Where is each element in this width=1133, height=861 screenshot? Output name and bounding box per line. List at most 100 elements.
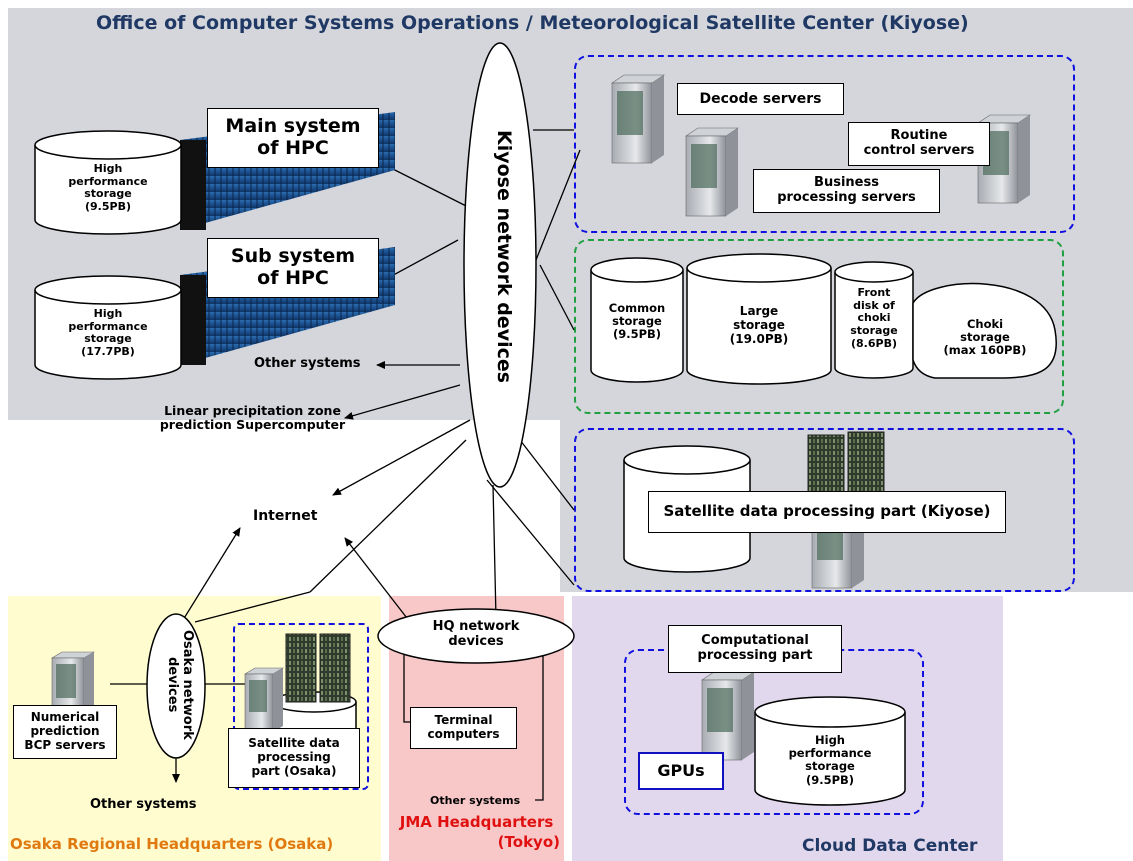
bcp-l3: BCP servers [24,737,106,752]
main-storage-label: High performance storage (9.5PB) [45,162,171,214]
business-l1: Business [814,175,879,191]
sub-hpc-line2: of HPC [257,267,329,289]
routine-servers-label: Routine control servers [848,122,990,166]
comp-l1: Computational [701,633,809,649]
linear-precip-l1: Linear precipitation zone [164,403,341,418]
gpus-label: GPUs [638,752,724,790]
common-storage-label: Common storage (9.5PB) [593,301,681,342]
link-terminal [403,640,410,723]
link-storage-group [539,264,575,331]
storage-group-box [574,239,1064,414]
page-title: Office of Computer Systems Operations / … [96,12,969,34]
osaka-network-l1: Osaka network [179,630,195,740]
cloud-storage-l4: (9.5PB) [805,772,855,787]
cloud-storage-cyl [754,712,906,806]
cloud-storage-l1: High [815,733,845,747]
routine-l2: control servers [863,143,975,158]
cloud-storage-label: High performance storage (9.5PB) [760,733,900,787]
large-storage-label: Large storage (19.0PB) [695,304,823,346]
common-storage-cyl [590,270,684,383]
large-storage-cyl [686,268,832,385]
linear-precip-label: Linear precipitation zone prediction Sup… [150,403,355,433]
front-l2: disk of [853,298,895,312]
choki-l1: Choki [966,317,1004,331]
cloud-region-title: Cloud Data Center [802,836,978,856]
main-storage-l3: storage [84,187,132,201]
front-disk-label: Front disk of choki storage (8.6PB) [836,286,912,350]
osaka-network-l2: devices [164,657,180,713]
main-hpc-line2: of HPC [257,137,329,159]
front-disk-cyl [834,272,914,379]
large-l2: storage [733,317,785,332]
cloud-storage-l3: storage [805,759,855,774]
bcp-l2: prediction [30,724,100,739]
hq-network-label: HQ network devices [420,619,532,650]
bcp-l1: Numerical [30,710,100,725]
terminal-l2: computers [427,727,500,741]
link-osaka [309,439,467,593]
terminal-l1: Terminal [434,713,493,728]
main-hpc-line1: Main system [225,115,361,138]
dark-racks [285,431,885,703]
kiyose-network-label: Kiyose network devices [492,130,515,384]
sub-storage-l3: storage [84,332,132,346]
main-storage-l1: High [93,162,123,175]
front-l3: choki [857,311,891,325]
hq-title-l1: JMA Headquarters [399,813,554,831]
common-l3: (9.5PB) [612,327,662,342]
choki-l3: (max 160PB) [943,343,1027,358]
hq-other-systems: Other systems [430,794,521,807]
osaka-region-title: Osaka Regional Headquarters (Osaka) [10,835,334,853]
main-storage-l2: performance [68,174,148,188]
hq-network-l2: devices [448,633,504,649]
main-storage-cyl [34,145,182,235]
front-l1: Front [857,286,891,299]
main-hpc-label: Main system of HPC [207,108,379,168]
sat-osaka-l2: processing [257,750,331,765]
osaka-network-ellipse [146,613,206,759]
front-l4: storage [850,323,898,337]
link-osaka-2 [194,591,311,623]
large-l3: (19.0PB) [729,331,789,346]
link-hq [492,484,497,619]
front-l5: (8.6PB) [851,336,897,350]
hq-title-l2: (Tokyo) [497,833,560,852]
link-satellite-kiyose [519,439,575,511]
business-l2: processing servers [777,190,916,205]
arrow-internet-kiyose [332,419,471,496]
terminal-computers-label: Terminal computers [410,707,517,749]
routine-l1: Routine [890,128,948,144]
hq-region-title: JMA Headquarters (Tokyo) [389,812,564,853]
common-l1: Common [608,301,666,315]
satellite-osaka-label: Satellite data processing part (Osaka) [228,728,360,788]
internet-label: Internet [253,508,318,524]
choki-l2: storage [960,330,1010,345]
sub-hpc-line1: Sub system [230,245,356,268]
sat-osaka-l3: part (Osaka) [251,763,337,778]
kiyose-network-ellipse [463,42,537,488]
sub-storage-label: High performance storage (17.7PB) [45,307,171,359]
sub-storage-l4: (17.7PB) [81,344,135,358]
comp-l2: processing part [697,648,813,663]
sub-storage-l2: performance [68,319,148,333]
link-hq-other [535,640,544,801]
hq-network-l1: HQ network [432,619,520,634]
link-cloud [486,479,575,586]
link-server-group-2 [533,149,581,266]
cloud-storage-l2: performance [788,746,872,761]
arrow-linear-precip [344,384,461,420]
linear-precip-l2: prediction Supercomputer [159,417,346,433]
sub-storage-cyl [34,290,182,380]
osaka-network-label: Osaka network devices [164,630,195,740]
sub-storage-l1: High [93,307,123,320]
other-systems-kiyose: Other systems [254,356,361,371]
large-l1: Large [739,304,779,318]
main-storage-l4: (9.5PB) [85,199,131,213]
common-l2: storage [612,314,662,329]
sat-osaka-l1: Satellite data [248,736,340,751]
osaka-other-systems: Other systems [90,797,197,812]
choki-storage-label: Choki storage (max 160PB) [930,317,1040,358]
sub-hpc-label: Sub system of HPC [207,238,379,298]
business-servers-label: Business processing servers [753,169,940,213]
